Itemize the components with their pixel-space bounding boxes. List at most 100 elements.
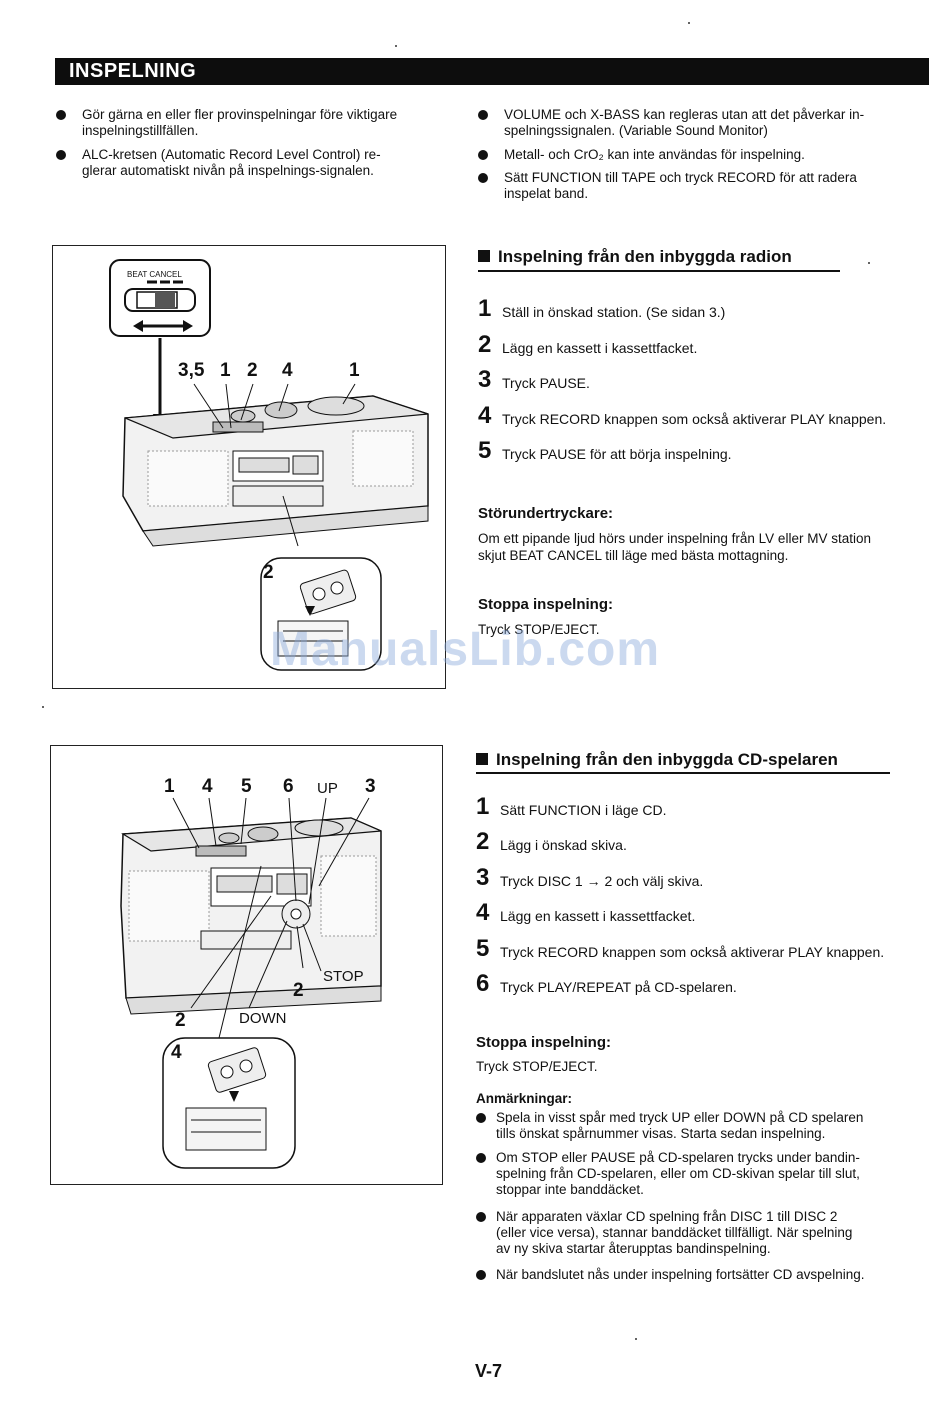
figure-radio-recording: BEAT CANCEL 3,5 1 2 4 1 2 [52,245,446,689]
step-text: Lägg i önskad skiva. [500,837,627,853]
note-bullet: Spela in visst spår med tryck UP eller D… [476,1110,936,1144]
text-line: spelningssignalen. (Variable Sound Monit… [504,123,768,138]
heading-underline [478,270,840,272]
radio-stop-text: Tryck STOP/EJECT. [478,622,600,637]
heading-text: Inspelning från den inbyggda radion [498,247,792,266]
radio-stop-heading: Stoppa inspelning: [478,596,613,613]
step-text: Lägg en kassett i kassettfacket. [500,908,696,924]
step-text: Tryck PAUSE. [502,375,590,391]
heading-square-icon [478,250,490,262]
callout-label: 6 [283,776,294,797]
step-number: 4 [478,402,492,429]
step-text: Tryck RECORD knappen som också aktiverar… [502,411,887,427]
callout-label: 1 [164,776,175,797]
text-line: skjut BEAT CANCEL till läge med bästa mo… [478,548,789,563]
callout-label: 5 [241,776,252,797]
note-text: Spela in visst spår med tryck UP eller D… [496,1110,863,1142]
section-title-bar: INSPELNING [55,58,929,85]
callout-label: 1 [220,360,231,381]
step-number: 1 [478,295,492,322]
scan-speck [395,45,397,47]
radio-section-heading: Inspelning från den inbyggda radion [478,247,792,267]
intro-bullet-text: Sätt FUNCTION till TAPE och tryck RECORD… [504,170,857,202]
text-line: spelning från CD-spelaren, eller om CD-s… [496,1166,860,1181]
step-number: 2 [476,828,490,855]
step-text: Tryck DISC 1 → 2 och välj skiva. [500,873,704,889]
text-line: Om STOP eller PAUSE på CD-spelaren tryck… [496,1150,860,1165]
beat-cancel-label: BEAT CANCEL [127,270,182,279]
cd-stop-heading: Stoppa inspelning: [476,1034,611,1051]
callout-label: 3 [365,776,376,797]
inset-label: 2 [263,562,274,583]
text-line: av ny skiva startar återupptas bandinspe… [496,1241,771,1256]
noise-heading: Störundertryckare: [478,505,614,522]
inset-label: 4 [171,1042,182,1063]
scan-speck [868,262,870,264]
text-line: inspelat band. [504,186,589,201]
bullet-dot [56,110,66,120]
callout-label: 1 [349,360,360,381]
callout-label: 2 [175,1010,186,1031]
intro-bullet-text: Gör gärna en eller fler provinspelningar… [82,107,397,139]
step-number: 6 [476,970,490,997]
intro-bullet: Metall- och CrO₂ kan inte användas för i… [478,147,938,165]
step-number: 1 [476,793,490,820]
notes-heading: Anmärkningar: [476,1091,573,1106]
bullet-dot [476,1270,486,1280]
figure-cd-recording: 1 4 5 6 UP 3 STOP 2 2 DOWN 4 [50,745,443,1185]
text-line: tills önskat spårnummer visas. Starta se… [496,1126,826,1141]
step-text: Tryck PLAY/REPEAT på CD-spelaren. [500,979,737,995]
stop-label: STOP [323,968,364,985]
bullet-dot [476,1153,486,1163]
note-text: Om STOP eller PAUSE på CD-spelaren tryck… [496,1150,860,1198]
step-number: 5 [478,437,492,464]
step-number: 4 [476,899,490,926]
intro-bullet-text: ALC-kretsen (Automatic Record Level Cont… [82,147,381,179]
scan-speck [635,1338,637,1340]
callout-label: 3,5 [178,360,205,381]
note-text: När apparaten växlar CD spelning från DI… [496,1209,852,1257]
step-number: 5 [476,935,490,962]
scan-speck [688,22,690,24]
bullet-dot [478,173,488,183]
note-bullet: När bandslutet nås under inspelning fort… [476,1267,936,1285]
noise-text: Om ett pipande ljud hörs under inspelnin… [478,530,938,564]
text-line: stoppar inte banddäcket. [496,1182,644,1197]
step-text: Sätt FUNCTION i läge CD. [500,802,667,818]
callout-label: UP [317,780,338,797]
text-line: Metall- och CrO₂ kan inte användas för i… [504,147,805,162]
step-text: Lägg en kassett i kassettfacket. [502,340,698,356]
text-line: ALC-kretsen (Automatic Record Level Cont… [82,147,381,162]
text-line: När apparaten växlar CD spelning från DI… [496,1209,838,1224]
text-line: VOLUME och X-BASS kan regleras utan att … [504,107,865,122]
intro-bullet-text: Metall- och CrO₂ kan inte användas för i… [504,147,805,163]
watermark: ManualsLib.com [270,623,661,676]
step-number: 3 [478,366,492,393]
bullet-dot [478,150,488,160]
text-line: När bandslutet nås under inspelning fort… [496,1267,865,1282]
text-line: Sätt FUNCTION till TAPE och tryck RECORD… [504,170,857,185]
bullet-dot [478,110,488,120]
cd-stop-text: Tryck STOP/EJECT. [476,1059,598,1074]
section-title: INSPELNING [69,60,197,82]
bullet-dot [476,1212,486,1222]
step-text: Tryck RECORD knappen som också aktiverar… [500,944,885,960]
note-bullet: Om STOP eller PAUSE på CD-spelaren tryck… [476,1150,936,1200]
text-line: Spela in visst spår med tryck UP eller D… [496,1110,864,1125]
cd-section-heading: Inspelning från den inbyggda CD-spelaren [476,750,838,770]
bullet-dot [56,150,66,160]
boombox-illustration-2 [120,797,382,1169]
callout-label: 2 [247,360,258,381]
boombox-illustration-1 [109,259,429,671]
step-number: 2 [478,331,492,358]
heading-underline [476,772,890,774]
text-line: Gör gärna en eller fler provinspelningar… [82,107,398,122]
step-text: Ställ in önskad station. (Se sidan 3.) [502,304,726,320]
heading-square-icon [476,753,488,765]
callout-label: 2 [293,980,304,1001]
down-label: DOWN [239,1010,287,1027]
intro-bullet: ALC-kretsen (Automatic Record Level Cont… [56,147,456,181]
text-line: inspelningstillfällen. [82,123,199,138]
callout-label: 4 [202,776,213,797]
note-text: När bandslutet nås under inspelning fort… [496,1267,864,1283]
